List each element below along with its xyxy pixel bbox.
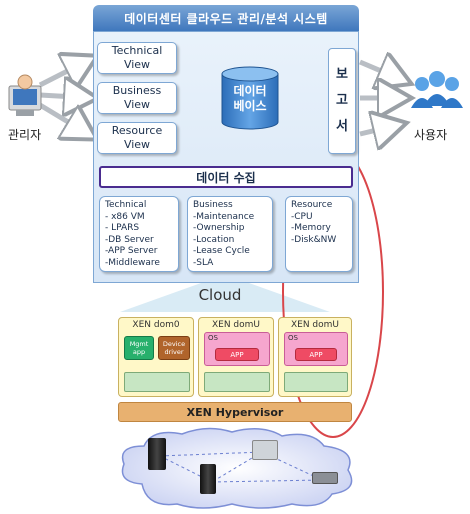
app-box: APP xyxy=(215,348,259,361)
database-cylinder: 데이터 베이스 xyxy=(220,66,280,130)
xen-domu-box: XEN domU OS APP xyxy=(198,317,274,397)
storage-icon xyxy=(252,440,278,460)
os-box: OS APP xyxy=(204,332,270,366)
source-item: - LPARS xyxy=(105,223,140,233)
physical-cloud xyxy=(112,424,362,510)
admin-icon xyxy=(6,72,46,120)
system-title: 데이터센터 클라우드 관리/분석 시스템 xyxy=(93,5,359,31)
view-label-line2: View xyxy=(123,98,151,111)
source-title: Business xyxy=(193,200,233,210)
xen-dom0-box: XEN dom0 Mgmt app Device driver xyxy=(118,317,194,397)
view-label-line1: Resource xyxy=(111,124,163,137)
admin-to-view-arrows xyxy=(38,58,93,137)
source-item: - x86 VM xyxy=(105,211,145,222)
source-item: -Middleware xyxy=(105,257,160,268)
source-item: -Lease Cycle xyxy=(193,246,250,256)
report-char: 서 xyxy=(336,119,348,134)
resource-view-box: Resource View xyxy=(97,122,177,154)
xen-domu-box: XEN domU OS APP xyxy=(278,317,352,397)
data-collection-bar: 데이터 수집 xyxy=(99,166,353,188)
technical-source-box: Technical - x86 VM - LPARS -DB Server -A… xyxy=(99,196,179,272)
network-switch-icon xyxy=(312,472,338,484)
source-item: -APP Server xyxy=(105,246,158,256)
hardware-icons-strip xyxy=(284,372,348,392)
view-label-line2: View xyxy=(123,138,151,151)
view-label-line1: Business xyxy=(112,84,162,97)
user-label: 사용자 xyxy=(414,128,448,142)
admin-label: 관리자 xyxy=(8,128,42,142)
os-label: OS xyxy=(208,334,218,342)
view-label-line1: Technical xyxy=(111,44,163,57)
business-source-box: Business -Maintenance -Ownership -Locati… xyxy=(187,196,273,272)
source-title: Technical xyxy=(105,200,147,210)
resource-source-box: Resource -CPU -Memory -Disk&NW xyxy=(285,196,353,272)
os-box: OS APP xyxy=(284,332,348,366)
source-item: -Disk&NW xyxy=(291,234,337,245)
source-item: -Memory xyxy=(291,223,331,233)
users-icon xyxy=(408,66,466,116)
device-driver-box: Device driver xyxy=(158,336,190,360)
mgmt-app-box: Mgmt app xyxy=(124,336,154,360)
source-item: -Ownership xyxy=(193,223,245,233)
technical-view-box: Technical View xyxy=(97,42,177,74)
server-rack-icon xyxy=(148,438,166,470)
source-item: -Location xyxy=(193,234,235,245)
hardware-icons-strip xyxy=(204,372,270,392)
view-label-line2: View xyxy=(123,58,151,71)
report-to-user-arrows xyxy=(359,62,407,134)
server-rack-icon xyxy=(200,464,216,494)
app-box: APP xyxy=(295,348,337,361)
report-char: 고 xyxy=(336,93,348,108)
xen-domu-title: XEN domU xyxy=(290,320,340,330)
source-item: -CPU xyxy=(291,211,313,222)
report-char: 보 xyxy=(336,67,348,82)
database-label-line1: 데이터 xyxy=(233,84,267,98)
xen-domu-title: XEN domU xyxy=(211,320,261,330)
hardware-icons-strip xyxy=(124,372,190,392)
report-box: 보 고 서 xyxy=(328,48,356,154)
database-label-line2: 베이스 xyxy=(233,99,267,113)
cloud-label: Cloud xyxy=(198,286,242,304)
xen-hypervisor-bar: XEN Hypervisor xyxy=(118,402,352,422)
os-label: OS xyxy=(288,334,298,342)
source-item: -DB Server xyxy=(105,234,154,245)
source-item: -SLA xyxy=(193,257,214,268)
cloud-beams xyxy=(120,278,330,312)
source-item: -Maintenance xyxy=(193,211,255,222)
business-view-box: Business View xyxy=(97,82,177,114)
source-title: Resource xyxy=(291,200,333,210)
xen-dom0-title: XEN dom0 xyxy=(132,320,180,330)
